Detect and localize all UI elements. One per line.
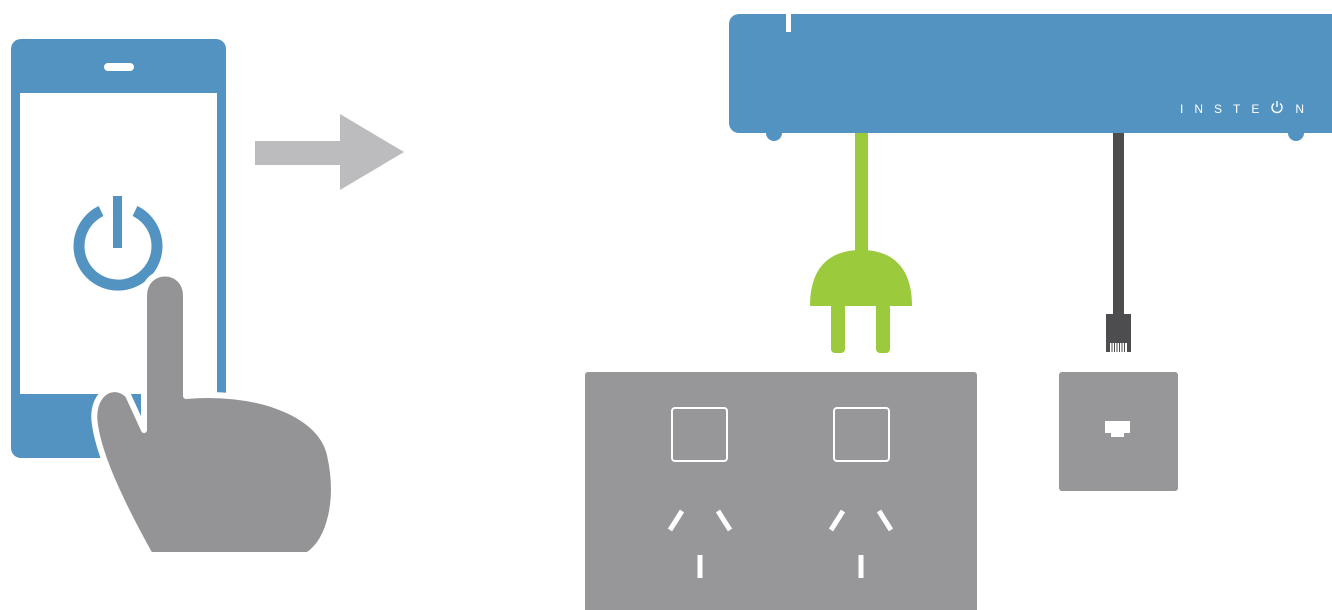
ethernet-wall-port [1059, 372, 1178, 491]
outlet-plate [585, 372, 977, 610]
insteon-hub [729, 14, 1332, 141]
plug-prong-left [831, 303, 845, 353]
plug-prong-right [876, 303, 890, 353]
plug-head [810, 250, 912, 306]
ethernet-wire [1113, 133, 1124, 318]
brand-suffix: N [1295, 102, 1315, 116]
ethernet-cable [1106, 133, 1131, 352]
hub-led [786, 14, 791, 32]
brand-power-icon [1270, 100, 1295, 116]
hub-foot-left [766, 125, 782, 141]
power-plug [810, 133, 912, 353]
power-cord [855, 133, 868, 253]
power-outlet-plate [585, 372, 977, 610]
brand-prefix: INSTE [1180, 102, 1270, 116]
phone-speaker [104, 63, 134, 71]
hub-foot-right [1288, 125, 1304, 141]
arrow-right-icon [255, 114, 404, 190]
hub-brand-label: INSTE N [1180, 100, 1315, 116]
